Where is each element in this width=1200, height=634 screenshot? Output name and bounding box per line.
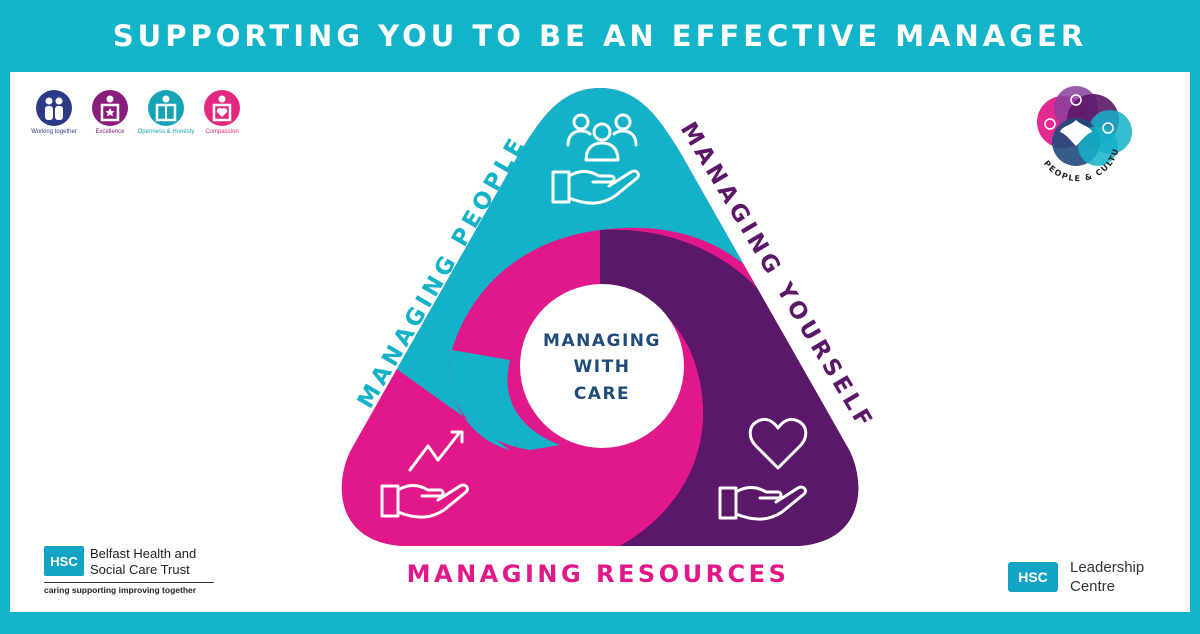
belfast-name-line1: Belfast Health and [90, 546, 197, 561]
belfast-tagline: caring supporting improving together [44, 585, 197, 595]
leadership-name-line1: Leadership [1070, 559, 1145, 576]
people-together-icon [36, 90, 72, 126]
people-culture-logo: PEOPLE & CULTURE [1018, 80, 1132, 183]
belfast-name-line2: Social Care Trust [90, 562, 190, 577]
belfast-name: Belfast Health and Social Care Trust [90, 546, 196, 578]
value-excellence: Excellence [80, 88, 140, 135]
leadership-centre-logo: HSC Leadership Centre [1008, 556, 1178, 600]
value-label: Compassion [205, 129, 239, 135]
open-person-icon [148, 90, 184, 126]
growth-arrow-in-hand-icon [380, 430, 469, 519]
heart-person-icon [204, 90, 240, 126]
center-circle [520, 284, 684, 448]
value-openness: Openness & Honesty [136, 88, 196, 135]
value-label: Excellence [95, 129, 125, 135]
value-label: Openness & Honesty [137, 129, 195, 135]
hsc-badge: HSC [1008, 562, 1058, 592]
managing-with-care-diagram: MANAGING WITH CARE MANAGING PEOPLE MANAG… [341, 88, 875, 588]
label-managing-resources: MANAGING RESOURCES [407, 560, 790, 588]
divider [44, 582, 214, 583]
hsc-badge: HSC [44, 546, 84, 576]
value-compassion: Compassion [192, 88, 252, 135]
center-text-line2: WITH [574, 357, 631, 377]
value-working-together: Working together [24, 88, 84, 135]
leadership-name: Leadership Centre [1070, 558, 1144, 596]
center-text-line3: CARE [574, 384, 630, 404]
center-text-line1: MANAGING [543, 331, 661, 351]
heart-in-hand-icon [718, 417, 808, 521]
belfast-trust-logo: HSC Belfast Health and Social Care Trust… [44, 546, 224, 596]
value-label: Working together [31, 129, 77, 135]
page-title: SUPPORTING YOU TO BE AN EFFECTIVE MANAGE… [112, 19, 1088, 53]
header-banner: SUPPORTING YOU TO BE AN EFFECTIVE MANAGE… [0, 0, 1200, 72]
values-row: Working together Excellence Openness & H… [31, 88, 252, 148]
leadership-name-line2: Centre [1070, 578, 1116, 595]
people-in-hand-icon [551, 113, 640, 205]
star-person-icon [92, 90, 128, 126]
